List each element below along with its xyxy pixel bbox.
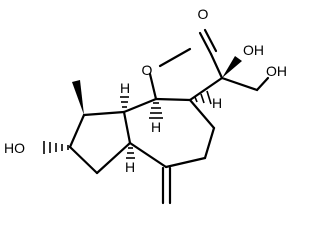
bond-c9b-o1 bbox=[148, 72, 158, 101]
hash-bond-c6a-h bbox=[126, 147, 135, 159]
bond-c3-c3a bbox=[188, 76, 224, 102]
bond-c7-c6a bbox=[95, 141, 132, 175]
h-c9a-label: H bbox=[120, 80, 130, 96]
bond-c6a-c9a bbox=[122, 110, 132, 145]
hash-bond-c9b-h bbox=[149, 102, 163, 119]
hash-bond-c8-oh bbox=[43, 141, 69, 154]
bond-c2-c3 bbox=[209, 52, 224, 80]
bond-c9a-c9b bbox=[122, 97, 158, 114]
methyl-wedge bbox=[72, 80, 84, 115]
bond-c3a-c9b bbox=[154, 97, 192, 102]
bond-c9a-c9 bbox=[82, 110, 126, 117]
oh-c3-wedge bbox=[222, 56, 242, 78]
hash-bonds bbox=[43, 90, 212, 159]
carbonyl-oxygen-label: O bbox=[198, 6, 209, 22]
molecule-structure: O O OH OH HO H H H H bbox=[4, 6, 287, 205]
atom-labels: O O OH OH HO H H H H bbox=[4, 6, 287, 175]
bond-c5-c6 bbox=[164, 156, 207, 169]
bond-ch2-oh bbox=[255, 76, 270, 92]
carbonyl-bond-2 bbox=[203, 28, 218, 53]
bond-c4-c5 bbox=[203, 126, 216, 160]
ring-oxygen-label: O bbox=[142, 62, 153, 78]
h-c9b-label: H bbox=[151, 119, 161, 135]
double-bonds bbox=[161, 28, 218, 205]
oh-c3-label: OH bbox=[243, 42, 264, 58]
wedge-bonds bbox=[72, 56, 242, 115]
hash-bond-c3a-h bbox=[194, 90, 212, 105]
bond-c3a-c4 bbox=[188, 98, 216, 130]
bond-c9-c8 bbox=[68, 113, 86, 149]
ho-left-label: HO bbox=[4, 140, 25, 156]
carbonyl-bond-1 bbox=[198, 31, 213, 56]
bond-c8-c7 bbox=[68, 145, 99, 175]
oh-ch2-label: OH bbox=[266, 63, 287, 79]
bonds bbox=[68, 47, 270, 175]
bond-c6-c6a bbox=[128, 141, 168, 169]
hash-bond-c9a-h bbox=[120, 96, 129, 108]
bond-c3-ch2 bbox=[220, 76, 259, 92]
bond-o1-c2 bbox=[158, 47, 192, 68]
h-c3a-label: H bbox=[212, 95, 222, 111]
h-c6a-label: H bbox=[125, 159, 135, 175]
